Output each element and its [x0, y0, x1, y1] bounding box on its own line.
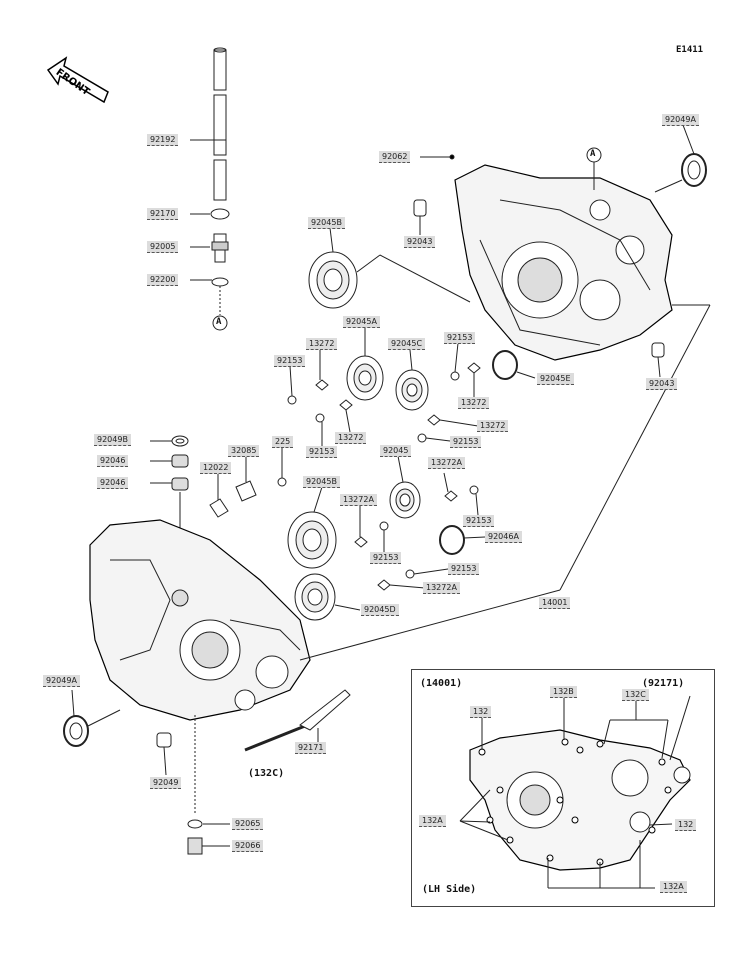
label-92045E[interactable]: 92045E [537, 373, 574, 385]
label-13272-d[interactable]: 13272 [477, 420, 509, 432]
label-92171[interactable]: 92171 [295, 742, 327, 754]
bearing-92045A-icon [346, 355, 384, 401]
label-92046A[interactable]: 92046A [485, 531, 522, 543]
bearing-92045B-top-icon [308, 251, 358, 309]
label-92153-a[interactable]: 92153 [274, 355, 306, 367]
inset-label-132C[interactable]: 132C [622, 689, 649, 701]
label-92045D[interactable]: 92045D [361, 604, 399, 616]
inset-subtitle: (92171) [642, 678, 685, 689]
label-92045C[interactable]: 92045C [388, 338, 426, 350]
label-13272A-b[interactable]: 13272A [340, 494, 377, 506]
seal-92049B-icon [171, 435, 189, 447]
label-92049[interactable]: 92049 [150, 777, 182, 789]
label-92045A[interactable]: 92045A [343, 316, 380, 328]
label-92005[interactable]: 92005 [147, 241, 179, 253]
label-13272-c[interactable]: 13272 [335, 432, 367, 444]
label-92043-top[interactable]: 92043 [404, 236, 436, 248]
label-92049B[interactable]: 92049B [94, 434, 131, 446]
bearing-92045B-mid-icon [287, 511, 337, 569]
cap-12022-icon [209, 498, 229, 518]
label-92046-b[interactable]: 92046 [97, 477, 129, 489]
inset-title: (14001) [420, 678, 463, 689]
fitting-92005-icon [211, 233, 229, 263]
inset-label-132-right[interactable]: 132 [675, 819, 697, 831]
diagram-code: E1411 [676, 45, 704, 55]
bolt-225-icon [277, 477, 287, 487]
label-92153-e[interactable]: 92153 [463, 515, 495, 527]
label-14001[interactable]: 14001 [539, 597, 571, 609]
label-13272-b[interactable]: 13272 [458, 397, 490, 409]
label-13272A-a[interactable]: 13272A [428, 457, 465, 469]
label-13272-a[interactable]: 13272 [306, 338, 338, 350]
dowel-92043-top-icon [413, 199, 427, 217]
label-92153-f[interactable]: 92153 [370, 552, 402, 564]
label-132C[interactable]: (132C) [248, 768, 285, 779]
bearing-92045D-icon [294, 573, 336, 621]
plug-92066-icon [187, 837, 203, 855]
dowel-92043-right-icon [651, 342, 665, 358]
bearing-92046-a-icon [171, 454, 189, 468]
label-92062[interactable]: 92062 [379, 151, 411, 163]
label-92046-a[interactable]: 92046 [97, 455, 129, 467]
inset-label-132B[interactable]: 132B [550, 686, 577, 698]
inset-panel [411, 669, 715, 907]
label-92065[interactable]: 92065 [232, 818, 264, 830]
label-92049A-top[interactable]: 92049A [662, 114, 699, 126]
label-12022[interactable]: 12022 [200, 462, 232, 474]
washer-92065-icon [187, 819, 203, 829]
label-92170[interactable]: 92170 [147, 208, 179, 220]
label-92045B-mid[interactable]: 92045B [303, 476, 340, 488]
ref-a-top: A [590, 149, 596, 159]
label-92153-b[interactable]: 92153 [444, 332, 476, 344]
bearing-92045C-icon [395, 369, 429, 411]
ref-a-left: A [216, 317, 222, 327]
label-92200[interactable]: 92200 [147, 274, 179, 286]
crankcase-right-icon [454, 147, 673, 361]
crankcase-left-icon [89, 519, 311, 721]
seal-92049-icon [156, 732, 172, 748]
bearing-92046-b-icon [171, 477, 189, 491]
label-13272A-c[interactable]: 13272A [423, 582, 460, 594]
shaft-92192-icon [190, 47, 227, 201]
label-32085[interactable]: 32085 [228, 445, 260, 457]
label-92153-c[interactable]: 92153 [306, 446, 338, 458]
seal-92045E-icon [492, 350, 518, 380]
label-92192[interactable]: 92192 [147, 134, 179, 146]
bearing-92046A-icon [439, 525, 465, 555]
label-92043-right[interactable]: 92043 [646, 378, 678, 390]
washer-92200-icon [211, 277, 229, 287]
seal-92049A-top-icon [681, 153, 707, 187]
fastener-cluster-mid-icon [354, 485, 479, 591]
guide-32085-icon [235, 480, 257, 502]
inset-side-label: (LH Side) [422, 884, 477, 895]
inset-label-132A-left[interactable]: 132A [419, 815, 446, 827]
label-92153-g[interactable]: 92153 [448, 563, 480, 575]
front-arrow-icon [46, 56, 109, 104]
seal-92049A-left-icon [63, 715, 89, 747]
label-92045B-top[interactable]: 92045B [308, 217, 345, 229]
label-92049A-left[interactable]: 92049A [43, 675, 80, 687]
inset-label-132-top[interactable]: 132 [470, 706, 492, 718]
label-92045[interactable]: 92045 [380, 445, 412, 457]
bearing-92045-icon [389, 481, 421, 519]
clip-92170-icon [210, 208, 230, 220]
inset-crankcase-icon [459, 695, 691, 889]
label-225[interactable]: 225 [272, 436, 294, 448]
inset-label-132A-bottom[interactable]: 132A [660, 881, 687, 893]
label-92066[interactable]: 92066 [232, 840, 264, 852]
label-92153-d[interactable]: 92153 [450, 436, 482, 448]
fastener-cluster-top-icon [287, 362, 481, 443]
